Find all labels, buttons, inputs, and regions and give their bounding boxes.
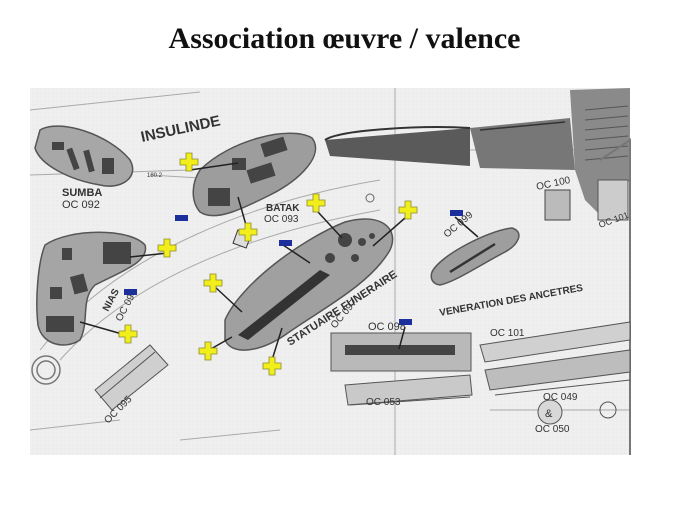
- label-oc093: OC 093: [264, 214, 299, 225]
- round-pedestal: [31, 355, 61, 385]
- label-sumba: SUMBA: [62, 187, 102, 199]
- negative-markers: [124, 210, 463, 325]
- label-oc049: OC 049: [543, 392, 578, 403]
- oc099-showcase: [430, 227, 520, 286]
- batak-showcase: [192, 132, 317, 217]
- minus-marker: [279, 240, 292, 246]
- svg-text:&: &: [545, 408, 553, 420]
- label-oc053: OC 053: [366, 397, 401, 408]
- label-oc050: OC 050: [535, 424, 570, 435]
- minus-marker: [175, 215, 188, 221]
- label-180: 180.2: [147, 173, 163, 179]
- oc101-wall-cases: &: [479, 321, 631, 425]
- minus-marker: [124, 289, 137, 295]
- sumba-showcase: [34, 125, 134, 187]
- label-oc092: OC 092: [62, 199, 100, 211]
- label-batak: BATAK: [266, 203, 300, 214]
- building-walls: [324, 88, 631, 455]
- oc053-cases: [344, 374, 473, 406]
- nias-showcase: [36, 231, 147, 346]
- label-oc098: OC 098: [368, 321, 406, 333]
- oc098-showcase: [330, 332, 472, 372]
- minus-marker: [450, 210, 463, 216]
- label-oc101-bottom: OC 101: [490, 328, 525, 339]
- oc095-case: [94, 344, 169, 411]
- slide-title: Association œuvre / valence: [168, 22, 521, 55]
- minus-marker: [399, 319, 412, 325]
